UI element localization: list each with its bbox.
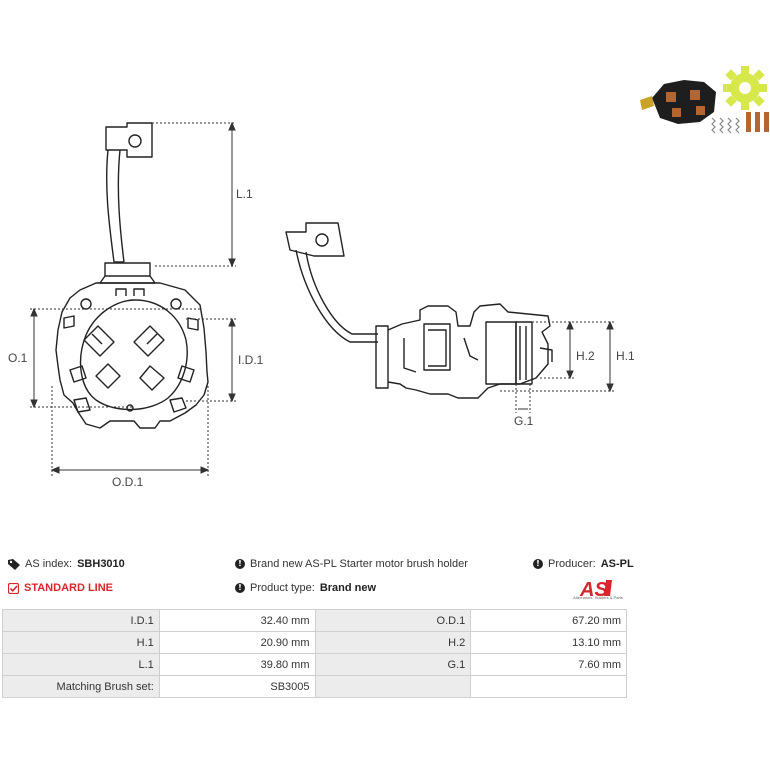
table-row: L.1 39.80 mm G.1 7.60 mm (2, 653, 627, 676)
technical-drawing: L.1 O.1 I.D.1 O.D.1 H.2 H.1 G.1 (8, 66, 769, 489)
producer-value: AS-PL (600, 558, 634, 570)
dim-label-l1: L.1 (236, 187, 253, 201)
product-type-label: Product type: (250, 582, 315, 594)
table-row: I.D.1 32.40 mm O.D.1 67.20 mm (2, 609, 627, 632)
check-square-icon (8, 582, 19, 594)
spec-label: H.1 (2, 631, 160, 654)
spec-value: 7.60 mm (470, 653, 627, 676)
info-icon: ! (235, 559, 245, 569)
logo-tagline: Alternators, Starters & Parts (573, 595, 623, 600)
dim-label-h1: H.1 (616, 349, 635, 363)
standard-line-row: STANDARD LINE (8, 582, 113, 594)
dim-label-g1: G.1 (514, 414, 534, 428)
left-brush-plate (55, 282, 209, 429)
spec-label (314, 675, 472, 698)
product-type-row: ! Product type: Brand new (235, 582, 376, 594)
table-row: H.1 20.90 mm H.2 13.10 mm (2, 631, 627, 654)
dim-label-h2: H.2 (576, 349, 595, 363)
left-terminal-lead (99, 122, 156, 284)
right-terminal-lead (285, 222, 378, 343)
tag-icon (8, 558, 20, 570)
spec-label: I.D.1 (2, 609, 160, 632)
as-index-row: AS index: SBH3010 (8, 558, 125, 570)
dim-label-o1: O.1 (8, 351, 28, 365)
spec-label: O.D.1 (314, 609, 472, 632)
description-row: ! Brand new AS-PL Starter motor brush ho… (235, 558, 468, 570)
logo-mark: AS (579, 579, 608, 601)
spec-value (470, 675, 627, 698)
producer-label: Producer: (548, 558, 596, 570)
producer-row: ! Producer: AS-PL (533, 558, 634, 570)
spec-value: 32.40 mm (158, 609, 316, 632)
product-description: Brand new AS-PL Starter motor brush hold… (250, 558, 468, 570)
spec-value: 67.20 mm (470, 609, 627, 632)
dim-label-od1: O.D.1 (112, 475, 144, 489)
product-photo (640, 66, 769, 134)
spec-table: I.D.1 32.40 mm O.D.1 67.20 mm H.1 20.90 … (2, 609, 627, 698)
standard-line-label: STANDARD LINE (24, 582, 114, 594)
info-icon: ! (533, 559, 543, 569)
spec-value: 13.10 mm (470, 631, 627, 654)
table-row: Matching Brush set: SB3005 (2, 675, 627, 698)
as-pl-logo: AS (579, 579, 612, 601)
spec-label: L.1 (2, 653, 160, 676)
as-index-value: SBH3010 (77, 558, 125, 570)
dim-label-id1: I.D.1 (238, 353, 264, 367)
right-brush-holder-side (375, 303, 553, 399)
as-index-label: AS index: (25, 558, 73, 570)
dimension-guides (30, 122, 614, 476)
spec-label: Matching Brush set: (2, 675, 160, 698)
info-icon: ! (235, 583, 245, 593)
spec-label: G.1 (314, 653, 472, 676)
spec-value: 39.80 mm (158, 653, 316, 676)
product-type-value: Brand new (319, 582, 377, 594)
spec-value: 20.90 mm (158, 631, 316, 654)
spec-value: SB3005 (158, 675, 316, 698)
spec-label: H.2 (314, 631, 472, 654)
dimension-arrows (30, 121, 614, 474)
